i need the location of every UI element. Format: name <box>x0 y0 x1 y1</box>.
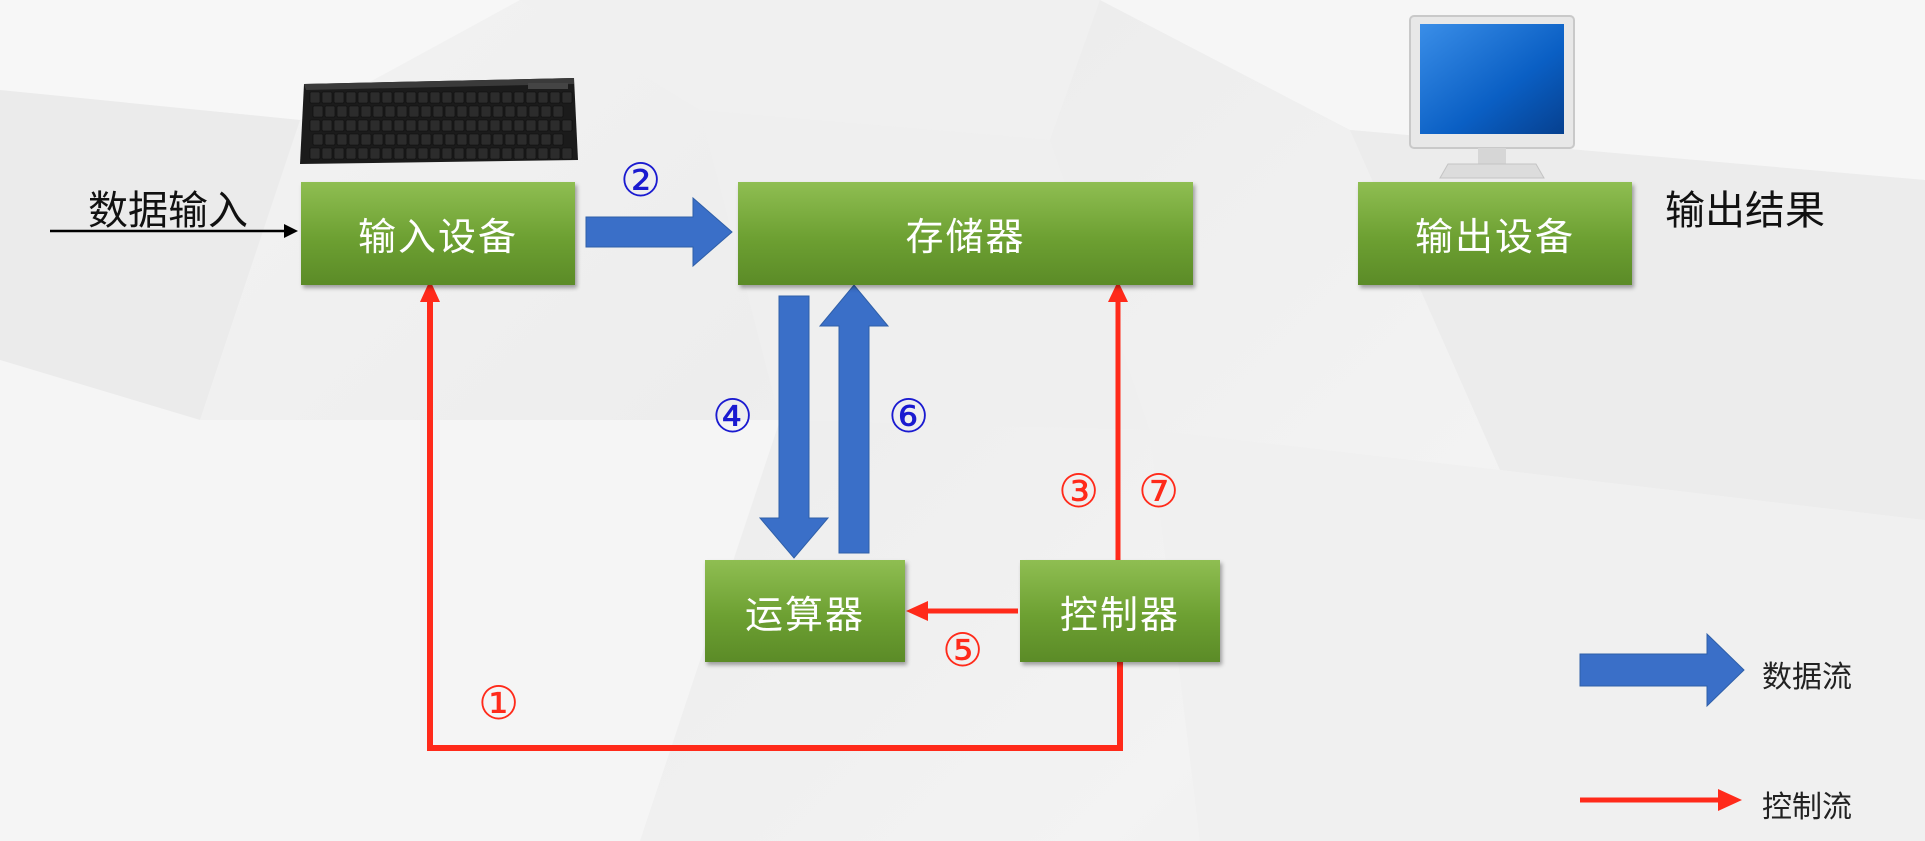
alu-box: 运算器 <box>705 560 905 662</box>
legend-control-flow-head <box>1718 789 1742 811</box>
control-arrow-5-head <box>906 601 928 621</box>
legend-data-flow-label: 数据流 <box>1762 660 1852 695</box>
step-2: ② <box>620 153 662 207</box>
step-5: ⑤ <box>942 623 984 677</box>
step-3: ③ <box>1058 464 1100 518</box>
data-input-arrow <box>50 224 298 238</box>
data-arrow-2 <box>585 196 733 268</box>
memory-box: 存储器 <box>738 182 1193 285</box>
monitor-icon <box>1409 15 1575 179</box>
data-arrow-4 <box>758 295 830 559</box>
data-arrow-6 <box>818 284 890 554</box>
output-device-box: 输出设备 <box>1358 182 1632 285</box>
step-4: ④ <box>712 389 754 443</box>
input-device-box: 输入设备 <box>301 182 575 285</box>
legend-control-flow-label: 控制流 <box>1762 790 1852 825</box>
control-arrow-3-7-head <box>1108 281 1128 302</box>
step-1: ① <box>478 676 520 730</box>
data-input-label: 数据输入 <box>88 188 248 234</box>
output-result-label: 输出结果 <box>1665 188 1825 234</box>
keyboard-icon <box>300 78 578 164</box>
control-arrow-1-head <box>420 280 440 302</box>
controller-box: 控制器 <box>1020 560 1220 662</box>
control-arrow-1 <box>427 300 1123 751</box>
step-7: ⑦ <box>1138 464 1180 518</box>
step-6: ⑥ <box>888 389 930 443</box>
legend-data-flow-arrow <box>1579 632 1745 708</box>
